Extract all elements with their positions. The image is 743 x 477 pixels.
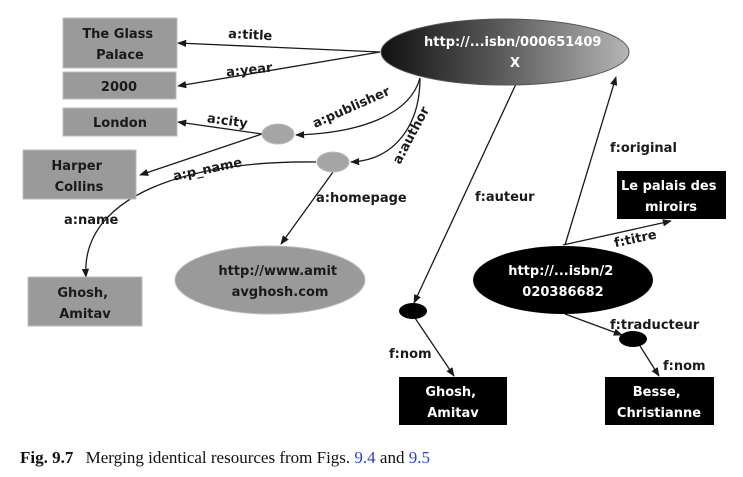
label-nom2: f:nom bbox=[663, 359, 706, 374]
edge-city bbox=[177, 119, 263, 135]
figure-caption: Fig. 9.7 Merging identical resources fro… bbox=[20, 448, 430, 468]
node-harper-collins bbox=[22, 149, 137, 200]
node-year bbox=[62, 71, 177, 100]
svg-text:Besse, Christianne: Besse, Christianne bbox=[617, 385, 701, 421]
blank-node-auteur bbox=[399, 303, 427, 319]
caption-and: and bbox=[379, 448, 405, 467]
blank-node-traducteur bbox=[619, 331, 647, 347]
node-harper-line1: Harper bbox=[51, 159, 102, 174]
edge-original bbox=[564, 76, 618, 246]
svg-text:Harper Collins: Harper Collins bbox=[51, 159, 106, 195]
node-ghosh-en-line2: Amitav bbox=[59, 307, 111, 322]
node-homepage bbox=[174, 245, 366, 315]
edge-author bbox=[350, 77, 421, 166]
blank-node-author bbox=[316, 151, 350, 173]
edge-year bbox=[177, 51, 381, 89]
caption-label: Fig. 9.7 bbox=[20, 448, 74, 467]
svg-text:http://www.amit avghosh.co: http://www.amit avghosh.com bbox=[218, 264, 341, 300]
svg-text:Le palais des miroirs: Le palais des miroirs bbox=[621, 179, 721, 215]
node-london bbox=[62, 107, 178, 137]
edge-auteur bbox=[413, 83, 517, 304]
edge-nom2 bbox=[639, 345, 660, 377]
node-besse bbox=[605, 377, 714, 425]
node-ghosh-en-line1: Ghosh, bbox=[57, 286, 108, 301]
edge-publisher bbox=[295, 77, 421, 139]
edge-nom1 bbox=[414, 317, 455, 377]
node-ghosh-en bbox=[27, 276, 143, 327]
label-traducteur: f:traducteur bbox=[610, 318, 700, 333]
label-publisher: a:publisher bbox=[311, 84, 393, 132]
edge-p-name bbox=[139, 133, 263, 176]
blank-node-publisher bbox=[261, 123, 295, 145]
edge-homepage bbox=[280, 171, 334, 245]
node-homepage-line2: avghosh.com bbox=[232, 285, 329, 300]
label-author: a:author bbox=[390, 104, 433, 167]
label-auteur: f:auteur bbox=[475, 190, 535, 205]
node-ghosh-fr bbox=[399, 377, 507, 425]
label-titre: f:titre bbox=[613, 228, 658, 252]
node-palais-line2: miroirs bbox=[645, 200, 697, 215]
svg-text:The Glass Palace: The Glass Palace bbox=[82, 27, 157, 63]
node-main-uri-line2: X bbox=[510, 56, 520, 71]
node-harper-line2: Collins bbox=[55, 180, 104, 195]
node-ghosh-fr-line2: Amitav bbox=[427, 406, 479, 421]
label-nom1: f:nom bbox=[389, 347, 432, 362]
node-ghosh-fr-line1: Ghosh, bbox=[425, 385, 476, 400]
node-glass-palace bbox=[62, 17, 178, 69]
node-glass-palace-line2: Palace bbox=[96, 48, 144, 63]
caption-ref-9-4[interactable]: 9.4 bbox=[354, 448, 376, 467]
node-besse-line1: Besse, bbox=[633, 385, 681, 400]
node-fr-uri bbox=[473, 246, 653, 314]
label-city: a:city bbox=[206, 111, 249, 132]
node-palais-line1: Le palais des bbox=[621, 179, 717, 194]
label-homepage: a:homepage bbox=[316, 191, 407, 206]
svg-text:Ghosh, Amitav: Ghosh, Amitav bbox=[425, 385, 480, 421]
svg-text:http://...isbn/000651409 X: http://...isbn/000651409 X bbox=[424, 35, 606, 71]
svg-text:Ghosh, Amitav: Ghosh, Amitav bbox=[57, 286, 112, 322]
node-year-text: 2000 bbox=[101, 80, 137, 95]
edge-title bbox=[177, 39, 381, 53]
caption-ref-9-5[interactable]: 9.5 bbox=[408, 448, 430, 467]
node-glass-palace-line1: The Glass bbox=[82, 27, 153, 42]
rdf-graph-diagram: The Glass Palace 2000 London Harper Coll… bbox=[22, 17, 726, 425]
caption-text: Merging identical resources from Figs. bbox=[85, 448, 351, 467]
edge-traducteur bbox=[564, 313, 623, 336]
edge-name bbox=[81, 161, 317, 278]
node-fr-uri-line2: 020386682 bbox=[522, 285, 603, 300]
svg-text:http://...isbn/2 020386682: http://...isbn/2 020386682 bbox=[508, 264, 618, 300]
node-london-text: London bbox=[93, 116, 147, 131]
label-title: a:title bbox=[228, 27, 273, 44]
node-fr-uri-line1: http://...isbn/2 bbox=[508, 264, 613, 279]
label-name: a:name bbox=[64, 213, 119, 228]
label-original: f:original bbox=[610, 141, 677, 156]
node-palais bbox=[617, 171, 726, 219]
node-main-uri bbox=[380, 18, 630, 86]
edge-titre bbox=[562, 219, 672, 246]
label-p-name: a:p_name bbox=[172, 155, 244, 184]
node-homepage-line1: http://www.amit bbox=[218, 264, 337, 279]
node-main-uri-line1: http://...isbn/000651409 bbox=[424, 35, 601, 50]
label-year: a:year bbox=[225, 61, 273, 81]
node-besse-line2: Christianne bbox=[617, 406, 701, 421]
